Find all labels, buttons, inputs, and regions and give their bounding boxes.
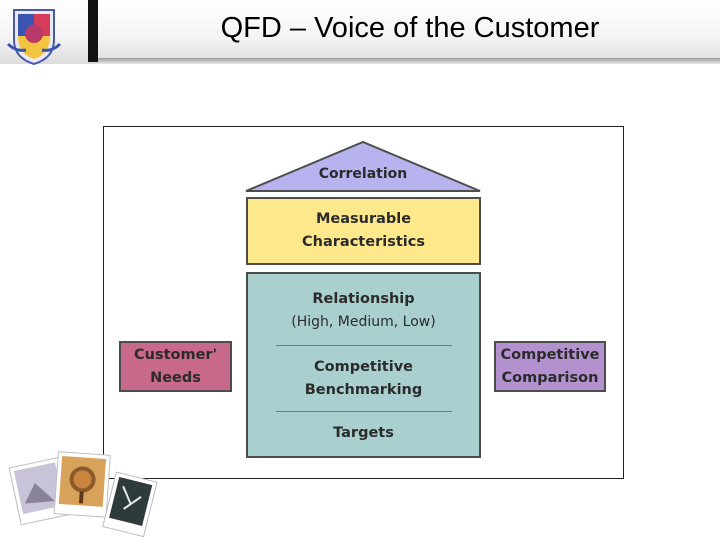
slide-title: QFD – Voice of the Customer [220,12,600,44]
targets-label: Targets [333,425,394,441]
measurable-label-line1: Measurable [315,211,412,227]
measurable-label-line2: Characteristics [302,234,425,250]
section-divider [276,411,452,412]
targets-section: Targets [248,422,479,445]
header-divider-bar [88,0,98,62]
benchmarking-section: Competitive Benchmarking [248,356,479,402]
photo-stack-icon [8,451,158,538]
correlation-label: Correlation [318,166,408,182]
relationship-section: Relationship (High, Medium, Low) [248,288,479,334]
relationship-label: Relationship [312,291,415,307]
relationship-scale-label: (High, Medium, Low) [291,314,436,330]
measurable-characteristics-box: Measurable Characteristics [246,197,481,265]
school-crest-icon [6,9,62,66]
slide-header [0,0,720,64]
customer-needs-box: Customer' Needs [119,341,232,392]
benchmarking-label-line2: Benchmarking [304,382,423,398]
needs-label-line2: Needs [150,369,201,386]
relationship-matrix-box: Relationship (High, Medium, Low) Competi… [246,272,481,458]
header-shadow [96,58,720,64]
comparison-label-line1: Competitive [500,346,600,363]
comparison-label-line2: Comparison [501,369,599,386]
benchmarking-label-line1: Competitive [313,359,413,375]
needs-label-line1: Customer' [133,346,218,363]
competitive-comparison-box: Competitive Comparison [494,341,606,392]
section-divider [276,345,452,346]
correlation-roof [245,141,481,192]
